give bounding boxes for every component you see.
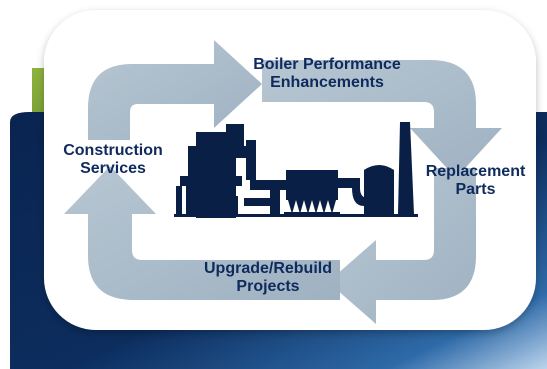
power-plant-icon [174, 122, 418, 218]
step-label-construction-services: Construction Services [63, 142, 163, 177]
arrow-left [64, 166, 340, 300]
arrow-top [88, 40, 262, 140]
step-label-boiler-performance: Boiler Performance Enhancements [253, 56, 401, 91]
arrow-bottom [328, 168, 476, 324]
step-label-replacement-parts: Replacement Parts [425, 163, 526, 198]
step-label-upgrade-rebuild: Upgrade/Rebuild Projects [203, 260, 332, 295]
cycle-arrows [64, 40, 502, 324]
arrow-right [262, 60, 502, 178]
